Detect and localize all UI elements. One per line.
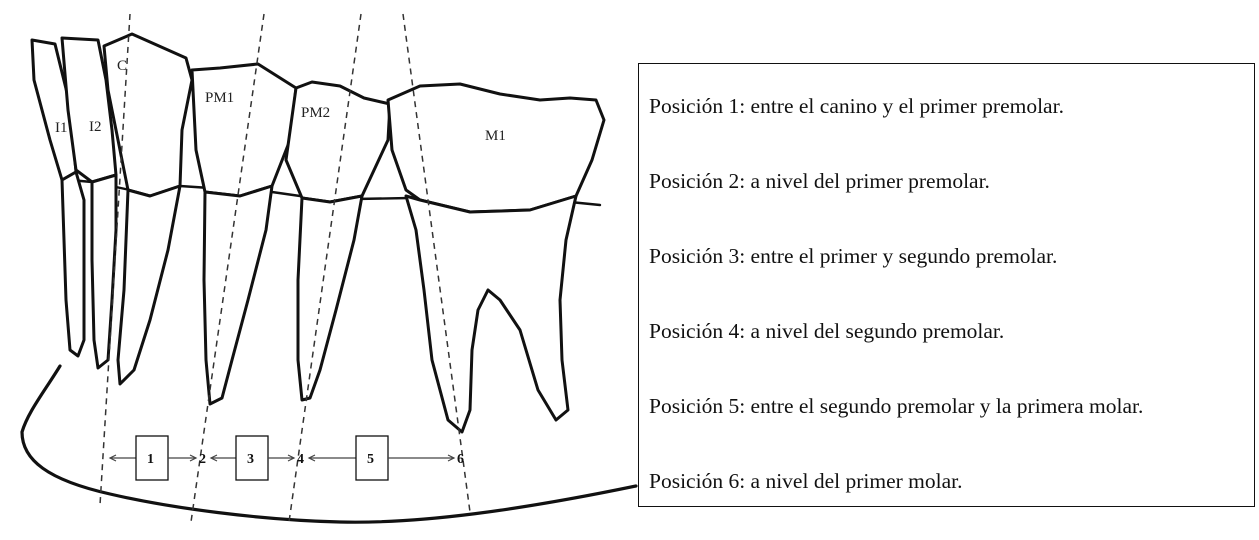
reference-line-4	[402, 13, 471, 513]
position-label-2: 2	[199, 452, 206, 467]
incisor-1	[30, 38, 86, 358]
position-label-5: 5	[367, 452, 374, 467]
mandible-outline	[20, 364, 638, 524]
molar-1	[386, 82, 606, 434]
position-markers: 1 2 3 4 5 6	[108, 435, 464, 481]
legend-item-5: Posición 5: entre el segundo premolar y …	[649, 394, 1144, 418]
position-box-5	[355, 435, 389, 481]
label-pm2: PM2	[301, 105, 330, 121]
legend-item-4: Posición 4: a nivel del segundo premolar…	[649, 319, 1005, 343]
legend-item-3: Posición 3: entre el primer y segundo pr…	[649, 244, 1058, 268]
legend-item-6: Posición 6: a nivel del primer molar.	[649, 469, 963, 493]
legend-item-2: Posición 2: a nivel del primer premolar.	[649, 169, 990, 193]
reference-lines	[99, 13, 471, 523]
position-label-3: 3	[247, 452, 254, 467]
reference-line-1	[99, 13, 131, 506]
legend-box: Posición 1: entre el canino y el primer …	[638, 63, 1255, 507]
incisor-2	[60, 36, 118, 370]
reference-line-2	[190, 13, 265, 523]
position-box-3	[235, 435, 269, 481]
label-i2: I2	[89, 119, 102, 135]
premolar-2	[284, 80, 392, 402]
position-box-1	[135, 435, 169, 481]
reference-line-3	[288, 13, 362, 523]
position-label-1: 1	[147, 452, 154, 467]
position-label-4: 4	[297, 452, 304, 467]
position-label-6: 6	[457, 452, 464, 467]
legend-item-1: Posición 1: entre el canino y el primer …	[649, 94, 1064, 118]
label-c: C	[117, 58, 127, 74]
label-i1: I1	[55, 120, 68, 136]
label-pm1: PM1	[205, 90, 234, 106]
label-m1: M1	[485, 128, 506, 144]
premolar-1	[190, 62, 298, 406]
